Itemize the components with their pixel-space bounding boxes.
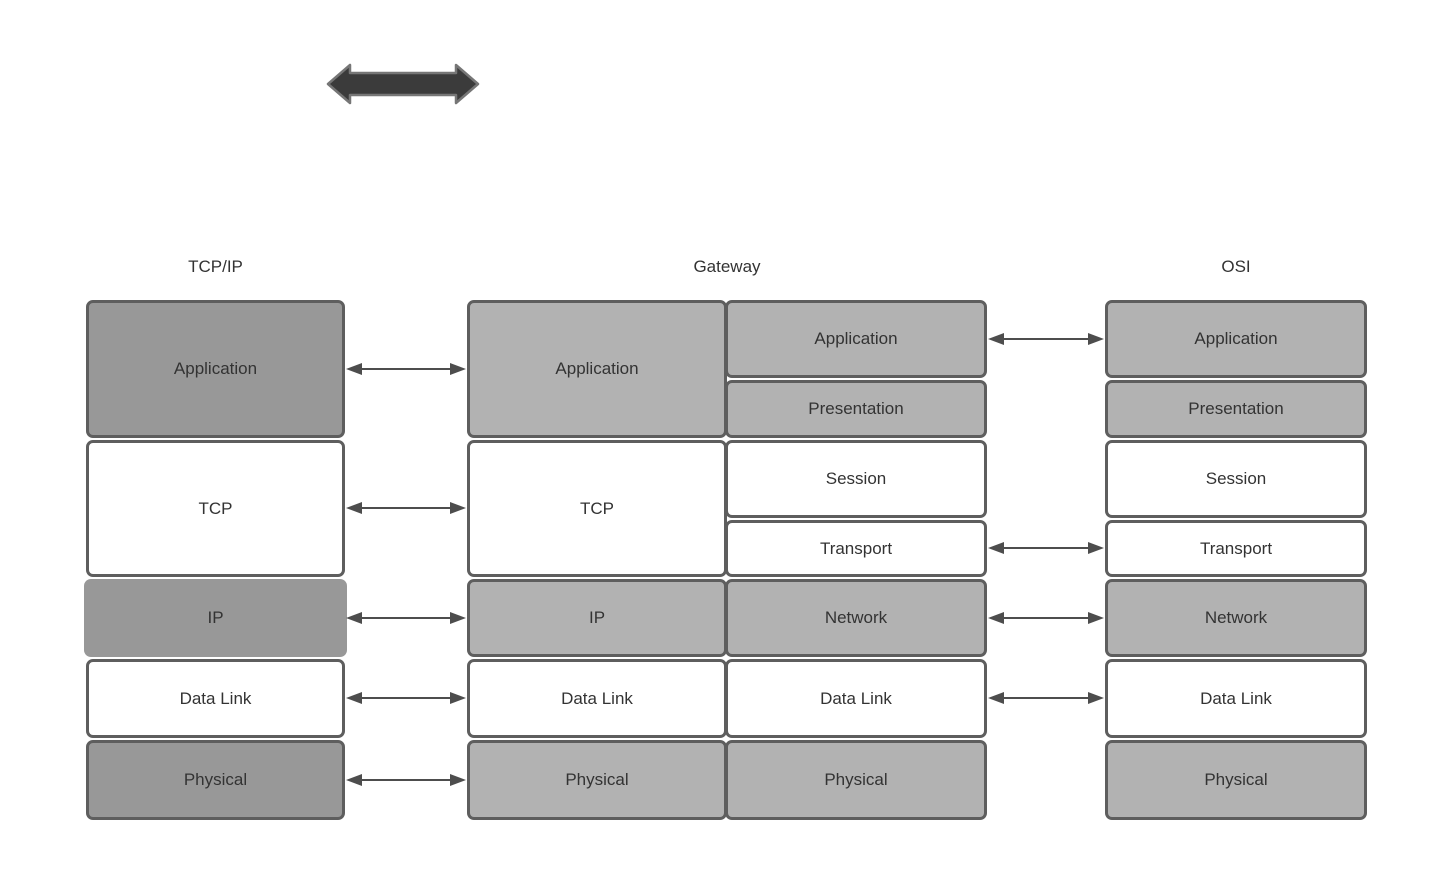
double-arrow-icon bbox=[326, 63, 480, 105]
layer-box-osi-session: Session bbox=[1105, 440, 1367, 518]
layer-box-gateway-right-session: Session bbox=[725, 440, 987, 518]
column-title-osi: OSI bbox=[1221, 257, 1251, 276]
arrow-gateway-osi-application bbox=[987, 331, 1105, 347]
layer-box-gateway-left-ip: IP bbox=[467, 579, 727, 657]
layer-box-gateway-right-physical: Physical bbox=[725, 740, 987, 820]
layer-box-osi-transport: Transport bbox=[1105, 520, 1367, 577]
layer-box-tcpip-datalink: Data Link bbox=[86, 659, 345, 738]
layer-box-osi-application: Application bbox=[1105, 300, 1367, 378]
layer-box-tcpip-tcp: TCP bbox=[86, 440, 345, 577]
column-title-tcpip: TCP/IP bbox=[188, 257, 243, 276]
layer-box-gateway-right-presentation: Presentation bbox=[725, 380, 987, 438]
layer-box-gateway-right-network: Network bbox=[725, 579, 987, 657]
layer-box-gateway-left-application: Application bbox=[467, 300, 727, 438]
layer-box-gateway-right-transport: Transport bbox=[725, 520, 987, 577]
layer-box-gateway-left-physical: Physical bbox=[467, 740, 727, 820]
layer-box-gateway-right-datalink: Data Link bbox=[725, 659, 987, 738]
layer-box-osi-network: Network bbox=[1105, 579, 1367, 657]
column-title-gateway: Gateway bbox=[693, 257, 761, 276]
layer-box-osi-datalink: Data Link bbox=[1105, 659, 1367, 738]
layer-box-tcpip-ip: IP bbox=[84, 579, 347, 657]
layer-box-gateway-right-application: Application bbox=[725, 300, 987, 378]
arrow-tcpip-gateway-datalink bbox=[345, 690, 467, 706]
layer-box-gateway-left-datalink: Data Link bbox=[467, 659, 727, 738]
arrow-gateway-osi-network bbox=[987, 610, 1105, 626]
arrow-tcpip-gateway-application bbox=[345, 361, 467, 377]
layer-box-tcpip-physical: Physical bbox=[86, 740, 345, 820]
layer-box-gateway-left-tcp: TCP bbox=[467, 440, 727, 577]
arrow-tcpip-gateway-ip bbox=[345, 610, 467, 626]
arrow-tcpip-gateway-physical bbox=[345, 772, 467, 788]
arrow-tcpip-gateway-tcp bbox=[345, 500, 467, 516]
layer-box-osi-presentation: Presentation bbox=[1105, 380, 1367, 438]
layer-box-tcpip-application: Application bbox=[86, 300, 345, 438]
layer-box-osi-physical: Physical bbox=[1105, 740, 1367, 820]
arrow-gateway-osi-datalink bbox=[987, 690, 1105, 706]
arrow-gateway-osi-transport bbox=[987, 540, 1105, 556]
